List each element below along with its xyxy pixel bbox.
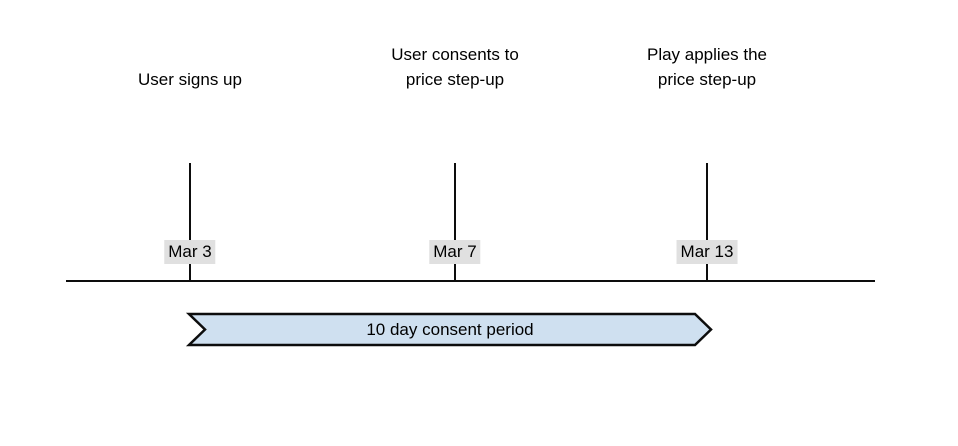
event-label-line: User consents to <box>391 45 519 64</box>
event-label-line: User signs up <box>138 70 242 89</box>
event-tick-line <box>189 163 191 282</box>
consent-period-banner[interactable]: 10 day consent period <box>185 312 713 347</box>
event-date-chip: Mar 13 <box>676 240 738 264</box>
arrow-banner-polygon <box>185 312 713 347</box>
event-label-line: price step-up <box>405 70 505 89</box>
event-label: User consents to price step-up <box>391 42 519 92</box>
event-tick-line <box>706 163 708 282</box>
consent-period-label: 10 day consent period <box>366 319 534 339</box>
event-date-chip: Mar 3 <box>164 240 216 264</box>
event-tick-line <box>454 163 456 282</box>
event-label: Play applies the price step-up <box>647 42 767 92</box>
event-label-line: price step-up <box>657 70 757 89</box>
arrow-banner-shape <box>185 312 713 347</box>
event-label-line: Play applies the <box>646 45 768 64</box>
event-date-chip: Mar 7 <box>429 240 481 264</box>
timeline-axis-line <box>66 280 875 282</box>
event-label: User signs up <box>138 67 242 92</box>
